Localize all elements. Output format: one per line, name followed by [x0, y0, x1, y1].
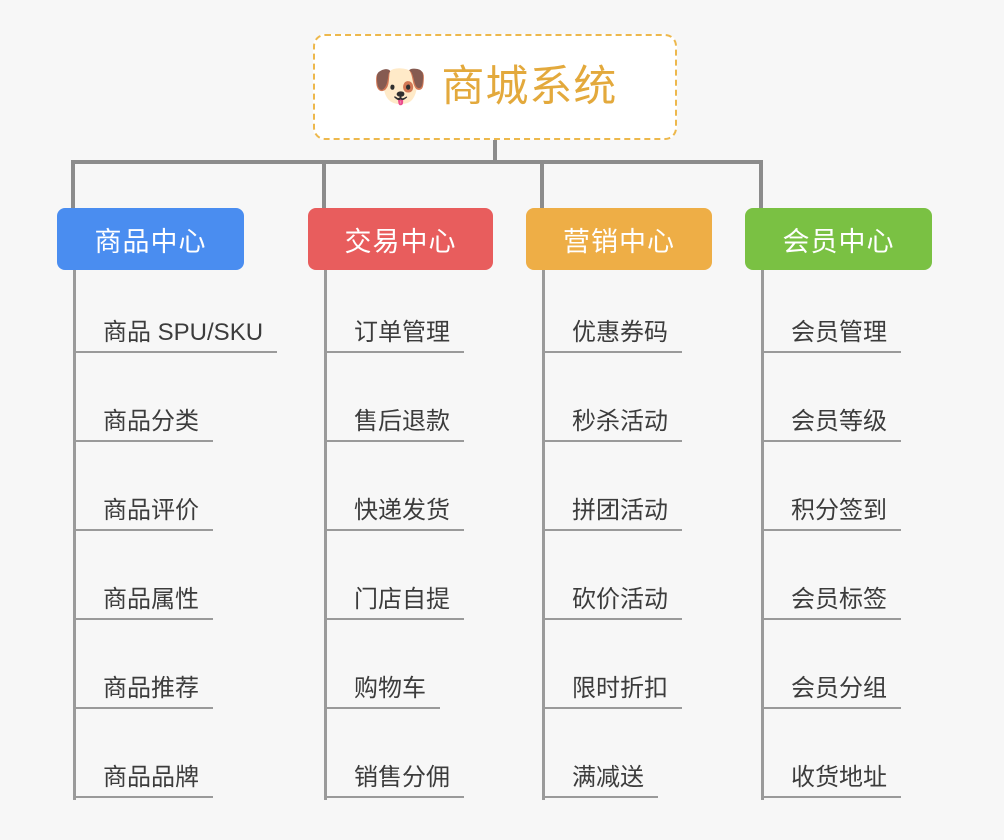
leaf-item[interactable]: 快递发货 [324, 499, 464, 531]
leaf-item[interactable]: 拼团活动 [542, 499, 682, 531]
branch-drop-line-3 [540, 160, 544, 208]
branch-trunk-line [324, 270, 327, 800]
leaf-item-label: 商品推荐 [103, 675, 199, 702]
leaf-item[interactable]: 会员分组 [761, 677, 901, 709]
leaf-item-label: 售后退款 [354, 408, 450, 435]
horizontal-bus-line [71, 160, 763, 164]
leaf-item-label: 商品属性 [103, 586, 199, 613]
leaf-item-label: 限时折扣 [572, 675, 668, 702]
leaf-item[interactable]: 门店自提 [324, 588, 464, 620]
leaf-item-label: 满减送 [572, 764, 644, 791]
leaf-item[interactable]: 订单管理 [324, 321, 464, 353]
leaf-item[interactable]: 售后退款 [324, 410, 464, 442]
leaf-item[interactable]: 商品评价 [73, 499, 213, 531]
shiba-dog-face-icon: 🐶 [372, 62, 428, 111]
category-header-label: 会员中心 [782, 226, 895, 257]
leaf-item-label: 会员分组 [791, 675, 887, 702]
leaf-item-label: 砍价活动 [572, 586, 668, 613]
leaf-item-label: 商品 SPU/SKU [103, 319, 264, 346]
leaf-item[interactable]: 优惠券码 [542, 321, 682, 353]
category-header-label: 营销中心 [563, 226, 675, 257]
branch-drop-line-4 [759, 160, 763, 208]
leaf-item-label: 快递发货 [354, 497, 450, 524]
root-stem-line [493, 140, 497, 164]
leaf-item-label: 收货地址 [791, 764, 887, 791]
leaf-item-label: 门店自提 [354, 586, 450, 613]
root-title: 商城系统 [441, 62, 618, 111]
leaf-item[interactable]: 商品分类 [73, 410, 213, 442]
branch-drop-line-1 [71, 160, 75, 208]
leaf-item[interactable]: 限时折扣 [542, 677, 682, 709]
leaf-item-label: 会员管理 [791, 319, 887, 346]
leaf-item[interactable]: 满减送 [542, 766, 658, 798]
leaf-item[interactable]: 会员等级 [761, 410, 901, 442]
category-header-3[interactable]: 营销中心 [526, 208, 712, 270]
leaf-item-label: 商品评价 [103, 497, 199, 524]
leaf-item[interactable]: 会员标签 [761, 588, 901, 620]
category-header-label: 交易中心 [344, 226, 457, 257]
category-header-2[interactable]: 交易中心 [308, 208, 493, 270]
leaf-item[interactable]: 商品属性 [73, 588, 213, 620]
leaf-item-label: 秒杀活动 [572, 408, 668, 435]
root-node[interactable]: 🐶 商城系统 [313, 34, 677, 140]
leaf-item-label: 商品品牌 [103, 764, 199, 791]
leaf-item[interactable]: 商品推荐 [73, 677, 213, 709]
leaf-item[interactable]: 会员管理 [761, 321, 901, 353]
leaf-item[interactable]: 商品 SPU/SKU [73, 319, 278, 353]
category-header-1[interactable]: 商品中心 [57, 208, 244, 270]
category-header-4[interactable]: 会员中心 [745, 208, 932, 270]
leaf-item-label: 优惠券码 [572, 319, 668, 346]
leaf-item-label: 订单管理 [354, 319, 450, 346]
leaf-item-label: 购物车 [354, 675, 426, 702]
leaf-item-label: 会员等级 [791, 408, 887, 435]
branch-trunk-line [542, 270, 545, 800]
leaf-item-label: 积分签到 [791, 497, 887, 524]
leaf-item[interactable]: 积分签到 [761, 499, 901, 531]
leaf-item[interactable]: 购物车 [324, 677, 440, 709]
branch-trunk-line [761, 270, 764, 800]
leaf-item[interactable]: 销售分佣 [324, 766, 464, 798]
leaf-item[interactable]: 秒杀活动 [542, 410, 682, 442]
leaf-item-label: 拼团活动 [572, 497, 668, 524]
leaf-item-label: 销售分佣 [354, 764, 450, 791]
category-header-label: 商品中心 [94, 226, 207, 257]
leaf-item[interactable]: 砍价活动 [542, 588, 682, 620]
branch-trunk-line [73, 270, 76, 800]
leaf-item-label: 会员标签 [791, 586, 887, 613]
branch-drop-line-2 [322, 160, 326, 208]
leaf-item[interactable]: 收货地址 [761, 766, 901, 798]
leaf-item-label: 商品分类 [103, 408, 199, 435]
leaf-item[interactable]: 商品品牌 [73, 766, 213, 798]
